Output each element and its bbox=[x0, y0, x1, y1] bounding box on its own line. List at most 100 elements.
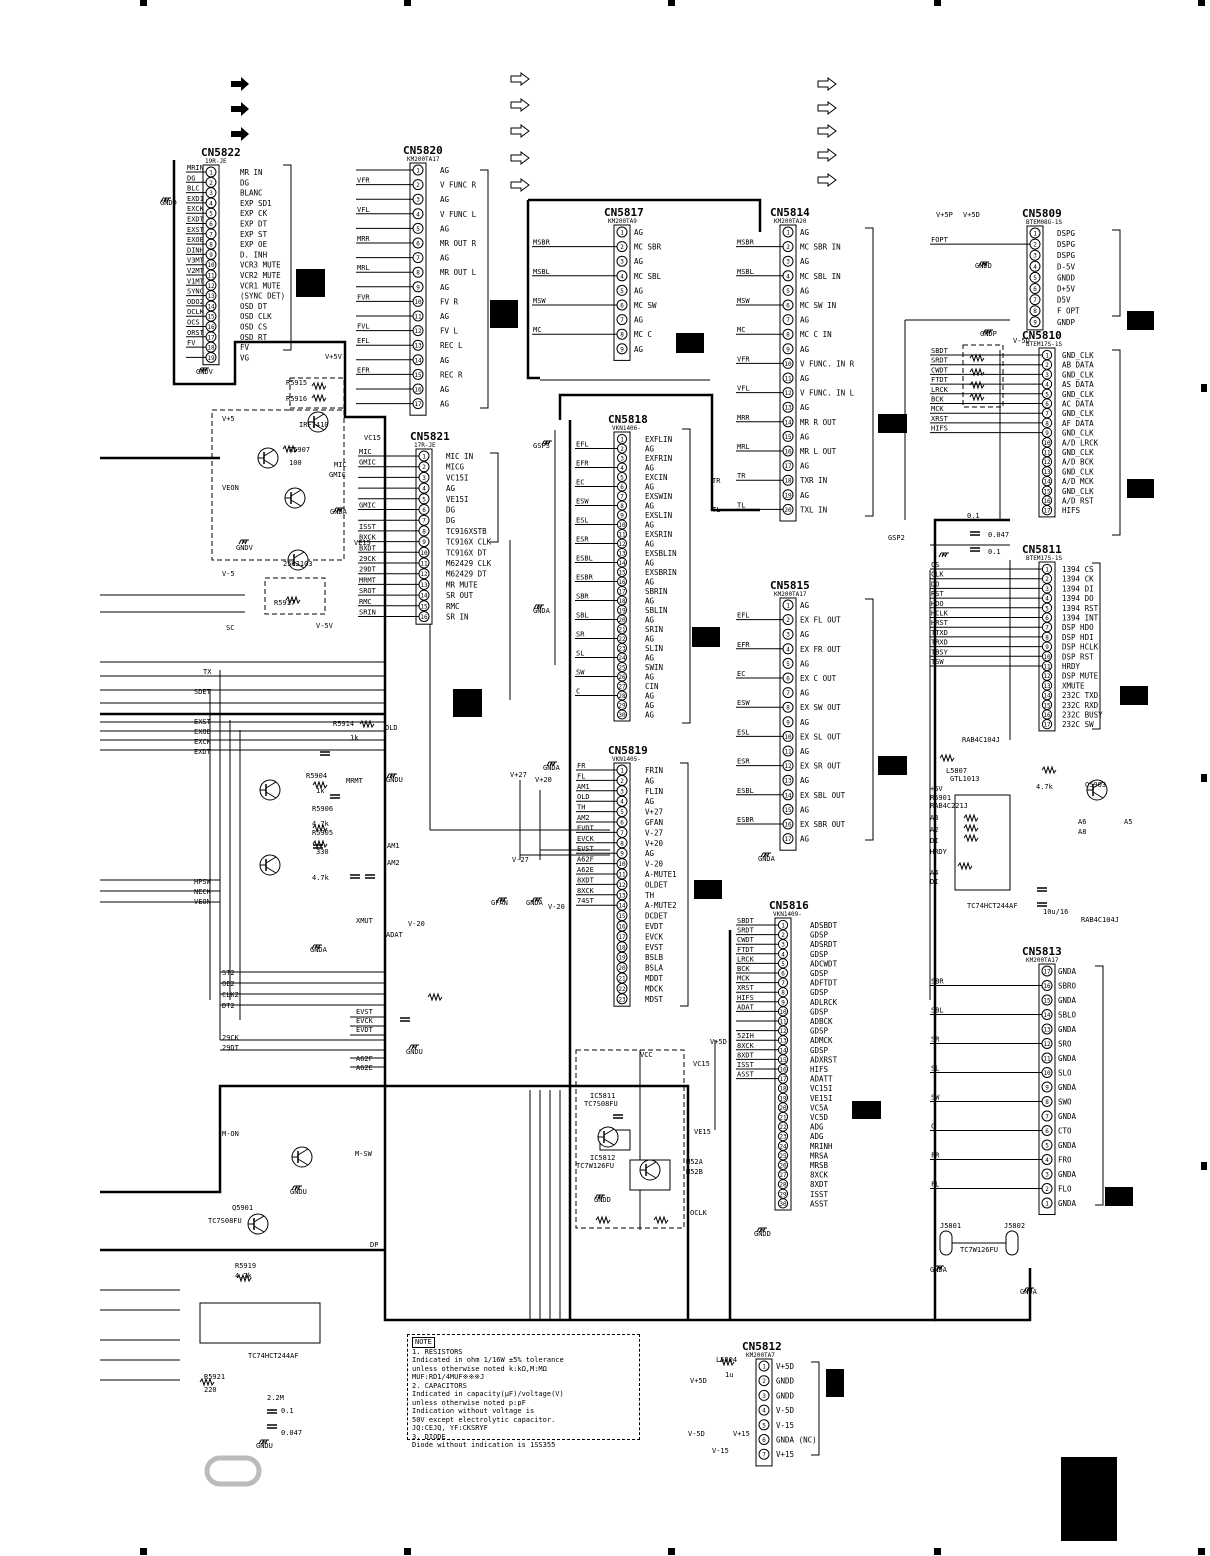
pin-label: GDSP bbox=[810, 1007, 829, 1016]
pin-number: 14 bbox=[420, 593, 428, 600]
pin-number: 16 bbox=[414, 387, 422, 394]
pin-label: SR IN bbox=[446, 613, 469, 622]
pin-label: 232C BUSY bbox=[1062, 711, 1103, 720]
pin-number: 2 bbox=[422, 464, 426, 471]
pin-label: AG bbox=[634, 228, 644, 237]
pin-label: GNDA bbox=[1058, 1199, 1077, 1208]
pin-number: 10 bbox=[1043, 654, 1051, 661]
note-line: Indication without voltage is bbox=[412, 1407, 535, 1415]
pin-label: AG bbox=[440, 254, 450, 263]
pin-number: 4 bbox=[209, 200, 213, 207]
pin-number: 15 bbox=[1043, 998, 1051, 1005]
signal-name: AM1 bbox=[577, 783, 590, 791]
pin-number: 1 bbox=[422, 454, 426, 461]
pin-number: 11 bbox=[207, 273, 215, 280]
pin-label: REC L bbox=[440, 341, 463, 350]
signal-name: ISST bbox=[737, 1061, 755, 1069]
signal-name: 8XCK bbox=[577, 887, 595, 895]
pin-number: 12 bbox=[420, 571, 428, 578]
pin-label: BSLB bbox=[645, 953, 664, 962]
pin-label: AG bbox=[645, 673, 655, 682]
cn5817-title: CN5817 bbox=[604, 206, 644, 219]
signal-name: HIFS bbox=[931, 425, 948, 433]
ref-irf: IRF7410 bbox=[299, 421, 329, 429]
gnd-label-sps: GSPS bbox=[533, 442, 550, 450]
signal-name: ADAT bbox=[737, 1003, 755, 1011]
signal-name: EC bbox=[737, 670, 745, 678]
ref-rab104: RAB4C104J bbox=[1081, 916, 1119, 924]
signal-name: SBDT bbox=[931, 347, 949, 355]
pin-number: 1 bbox=[786, 230, 790, 237]
pin-label: AG bbox=[800, 659, 810, 668]
pin-number: 17 bbox=[414, 401, 422, 408]
connector-pin bbox=[1029, 271, 1041, 283]
pin-number: 4 bbox=[620, 799, 624, 806]
pin-label: EXSRIN bbox=[645, 530, 672, 539]
net-label-vc15: VC15 bbox=[364, 434, 381, 442]
signal-name: C bbox=[931, 1123, 935, 1131]
pin-number: 1 bbox=[1045, 353, 1049, 360]
pin-number: 17 bbox=[1043, 722, 1051, 729]
ref-r5916: R5916 bbox=[286, 395, 307, 403]
net-label-neck: NECK bbox=[194, 888, 212, 896]
pin-number: 7 bbox=[209, 231, 213, 238]
net-label-mic: MIC bbox=[334, 461, 347, 469]
cn5819-title: CN5819 bbox=[608, 744, 648, 757]
signal-name: SR bbox=[576, 631, 585, 639]
connector-pin bbox=[616, 343, 628, 355]
pin-number: 23 bbox=[618, 996, 626, 1003]
val-100k2: 4.7k bbox=[312, 874, 330, 882]
signal-name: LRCK bbox=[931, 386, 949, 394]
pin-label: AG bbox=[440, 283, 450, 292]
pin-label: A-MUTE2 bbox=[645, 901, 677, 910]
note-line: unless otherwise noted p:pF bbox=[412, 1398, 526, 1407]
connector-pin bbox=[758, 1448, 770, 1460]
signal-name: TTXD bbox=[931, 629, 948, 637]
pin-label: V-20 bbox=[645, 860, 664, 869]
pin-label: AF DATA bbox=[1062, 419, 1094, 428]
pin-label: AG bbox=[800, 805, 810, 814]
pin-label: A/D MCK bbox=[1062, 477, 1094, 486]
pin-number: 15 bbox=[207, 314, 215, 321]
pin-number: 3 bbox=[209, 190, 213, 197]
pin-number: 7 bbox=[762, 1452, 766, 1459]
ref-rn1903: TC7S08FU bbox=[208, 1217, 242, 1225]
pin-number: 16 bbox=[207, 324, 215, 331]
signal-name: MSW bbox=[533, 297, 546, 305]
val-100: 100 bbox=[289, 459, 302, 467]
connector-pin bbox=[782, 745, 794, 757]
gnd-label-fan: GFAN bbox=[491, 899, 508, 907]
pin-label: DSPG bbox=[1057, 240, 1076, 249]
ref-r5904: R5905 bbox=[312, 829, 333, 837]
pin-label: AG bbox=[800, 718, 810, 727]
signal-name: SRDT bbox=[737, 927, 755, 935]
pin-label: EXFRIN bbox=[645, 454, 672, 463]
pin-number: 8 bbox=[620, 332, 624, 339]
pin-label: D. INH bbox=[240, 250, 268, 259]
pin-number: 2 bbox=[1033, 242, 1037, 249]
pin-number: 4 bbox=[620, 465, 624, 472]
cn5812-type: KM200TA7 bbox=[746, 1352, 775, 1359]
gnd-label-p: GNDP bbox=[980, 330, 997, 338]
signal-name: TRXD bbox=[931, 639, 948, 647]
pin-number: 3 bbox=[1045, 1172, 1049, 1179]
pin-label: FV bbox=[240, 343, 250, 352]
val-0047: 2.2M bbox=[267, 1394, 284, 1402]
pin-label: AB DATA bbox=[1062, 361, 1094, 370]
pin-number: 19 bbox=[207, 355, 215, 362]
net-label-st2: ST2 bbox=[222, 969, 235, 977]
pin-label: GNDA bbox=[1058, 1054, 1077, 1063]
signal-name: EXDT bbox=[187, 216, 205, 224]
pin-number: 8 bbox=[1033, 308, 1037, 315]
pin-number: 16 bbox=[784, 822, 792, 829]
pin-number: 2 bbox=[209, 180, 213, 187]
bold-bus-lines bbox=[100, 160, 1032, 1322]
signal-name: DO bbox=[931, 580, 939, 588]
net-label-v-15: V-15 bbox=[712, 1447, 729, 1455]
pin-label: BSLA bbox=[645, 964, 664, 973]
pin-number: 27 bbox=[618, 684, 626, 691]
cn5811-type: BTEM17S-1S bbox=[1026, 555, 1063, 562]
pin-label: AG bbox=[634, 286, 644, 295]
net-label-ve15b: VE15 bbox=[694, 1128, 711, 1136]
